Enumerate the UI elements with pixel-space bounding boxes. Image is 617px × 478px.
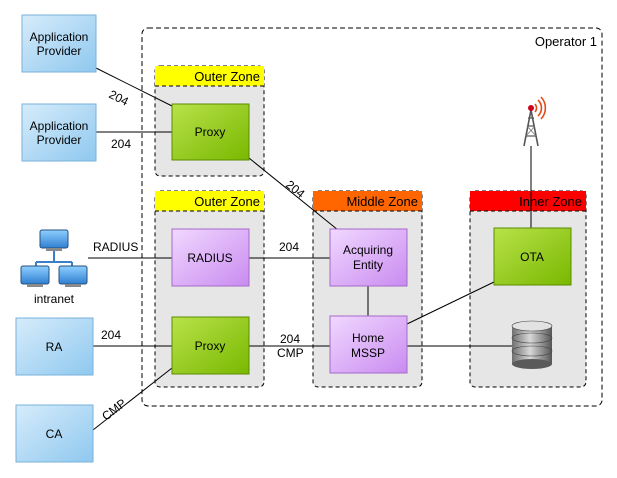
edge-ap1-proxy <box>95 67 173 107</box>
operator-label: Operator 1 <box>535 34 597 49</box>
home-mssp-box: Home MSSP <box>329 315 408 374</box>
application-provider-2: Application Provider <box>21 103 97 162</box>
network-computers-icon <box>20 229 88 287</box>
svg-text:Acquiring: Acquiring <box>343 243 393 257</box>
outer-zone-top-title: Outer Zone <box>194 69 260 84</box>
edge-label-proxy-mssp-1: 204 <box>280 332 300 346</box>
svg-text:Application: Application <box>30 30 89 44</box>
svg-text:Provider: Provider <box>37 44 82 58</box>
intranet-label: intranet <box>34 292 75 306</box>
middle-zone-title: Middle Zone <box>346 194 418 209</box>
ra-box: RA <box>15 317 94 376</box>
svg-text:Proxy: Proxy <box>195 339 226 353</box>
svg-text:OTA: OTA <box>520 250 544 264</box>
database-icon <box>511 320 553 369</box>
edge-label-proxy-mssp-2: CMP <box>277 346 304 360</box>
proxy-bottom-box: Proxy <box>171 316 250 375</box>
acquiring-entity-box: Acquiring Entity <box>329 228 408 287</box>
connections <box>88 67 532 431</box>
edge-label-ra: 204 <box>101 328 121 342</box>
antenna-tower-icon <box>523 96 547 147</box>
edge-labels: 204 204 204 RADIUS 204 204 204 CMP CMP <box>93 87 308 423</box>
outer-zone-bottom-title: Outer Zone <box>194 194 260 209</box>
svg-text:Home: Home <box>352 331 384 345</box>
svg-text:RA: RA <box>46 340 63 354</box>
svg-text:Application: Application <box>30 119 89 133</box>
edge-label-intranet: RADIUS <box>93 240 138 254</box>
svg-text:RADIUS: RADIUS <box>187 251 232 265</box>
edge-ca-proxy <box>92 367 173 431</box>
svg-text:CA: CA <box>46 427 63 441</box>
svg-text:Entity: Entity <box>353 258 383 272</box>
edge-label-ap1: 204 <box>107 87 131 109</box>
inner-zone-title: Inner Zone <box>519 194 582 209</box>
edge-label-ap2: 204 <box>111 137 131 151</box>
ota-box: OTA <box>493 227 572 286</box>
edge-label-radius-acq: 204 <box>279 240 299 254</box>
radius-box: RADIUS <box>171 228 250 287</box>
edge-mssp-ota <box>406 281 495 325</box>
svg-text:Provider: Provider <box>37 133 82 147</box>
application-provider-1: Application Provider <box>21 14 97 73</box>
proxy-top-box: Proxy <box>171 103 250 161</box>
svg-text:MSSP: MSSP <box>351 346 385 360</box>
svg-text:Proxy: Proxy <box>195 125 226 139</box>
ca-box: CA <box>15 404 94 463</box>
edge-proxy-acquiring <box>248 157 339 231</box>
edge-label-ca: CMP <box>99 396 129 423</box>
